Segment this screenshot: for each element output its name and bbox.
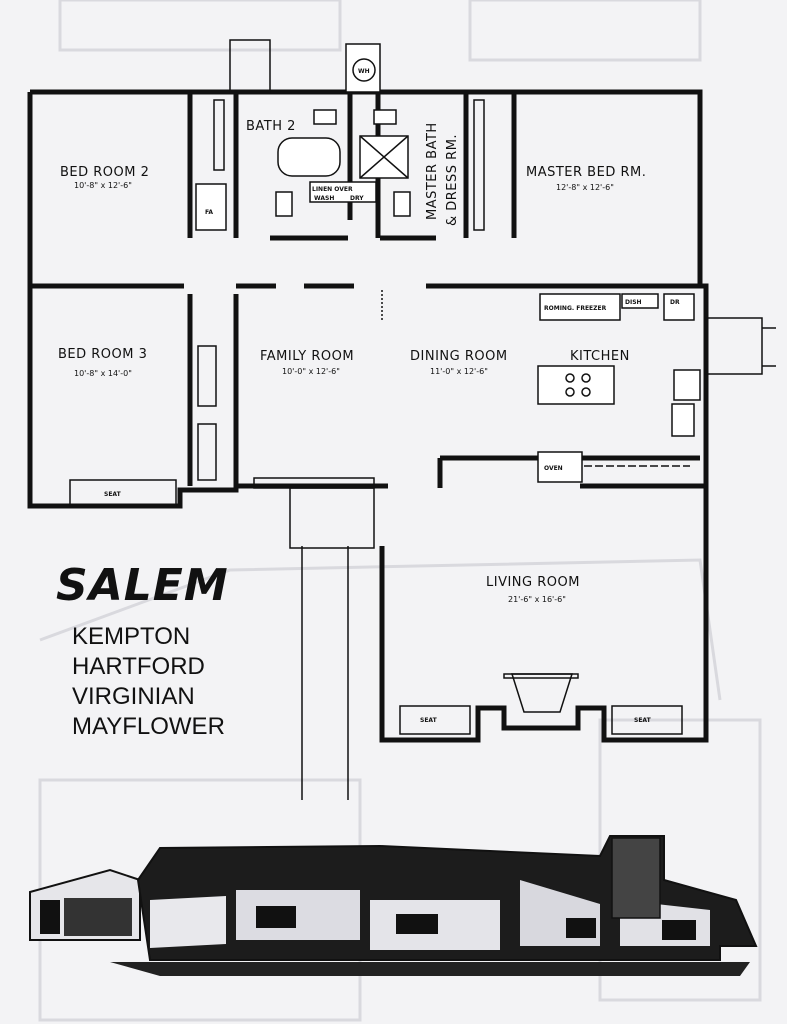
room-dim-master-bed: 12'-8" x 12'-6" [556,183,614,192]
linen-label: LINEN OVER [312,186,353,193]
washer-label: WASH [314,195,334,202]
cooktop-island [537,365,615,405]
dr-label: DR [670,299,680,306]
room-name-master-bed: MASTER BED RM. [526,165,646,180]
toilet-icon [393,191,411,217]
flue [229,39,271,93]
plan-title: SALEM [56,560,229,611]
room-name-family: FAMILY ROOM [260,349,354,364]
house-elevation-illustration [29,835,758,976]
room-name-living: LIVING ROOM [486,575,580,590]
wall-details [69,99,776,800]
room-dim-family: 10'-0" x 12'-6" [282,367,340,376]
washer-dryer [309,181,377,203]
bathtub-icon [277,137,341,177]
room-name-bed3: BED ROOM 3 [58,347,147,362]
room-dim-bed3: 10'-8" x 14'-0" [74,369,132,378]
room-name-master-bath-2: & DRESS RM. [445,134,460,226]
sink-icon [313,109,337,125]
room-name-bath2: BATH 2 [246,119,296,134]
room-name-master-bath: MASTER BATH [425,122,440,220]
room-name-bed2: BED ROOM 2 [60,165,149,180]
oven-label: OVEN [544,465,563,472]
dishwasher [621,293,659,309]
walls [27,89,709,743]
room-dim-living: 21'-6" x 16'-6" [508,595,566,604]
sink-icon [671,403,695,437]
seat-living-left-label: SEAT [420,717,438,724]
model-name: MAYFLOWER [72,713,225,740]
toilet-icon [275,191,293,217]
fa-label: FA [205,209,213,216]
dryer-label: DRY [350,195,364,202]
wh-label: WH [358,68,370,75]
freezer-label: ROMING. FREEZER [544,305,607,312]
range [673,369,701,401]
room-name-dining: DINING ROOM [410,349,508,364]
dr [663,293,695,321]
dishwasher-label: DISH [625,299,642,306]
seat-bed3-label: SEAT [104,491,122,498]
fixtures [195,39,701,483]
model-name: KEMPTON [72,623,191,650]
sink-icon [373,109,397,125]
model-name: VIRGINIAN [72,683,195,710]
room-dim-bed2: 10'-8" x 12'-6" [74,181,132,190]
room-name-kitchen: KITCHEN [570,349,630,364]
oven [537,451,583,483]
room-labels: BED ROOM 2 10'-8" x 12'-6" BATH 2 MASTER… [58,119,646,604]
fixture-labels: WH FA LINEN OVER WASH DRY ROMING. FREEZE… [104,68,680,724]
freezer [539,293,621,321]
model-list: KEMPTON HARTFORD VIRGINIAN MAYFLOWER [72,622,225,742]
model-name: HARTFORD [72,653,205,680]
furnace [195,183,227,231]
seat-living-right-label: SEAT [634,717,652,724]
room-dim-dining: 11'-0" x 12'-6" [430,367,488,376]
water-heater-icon [352,58,376,82]
